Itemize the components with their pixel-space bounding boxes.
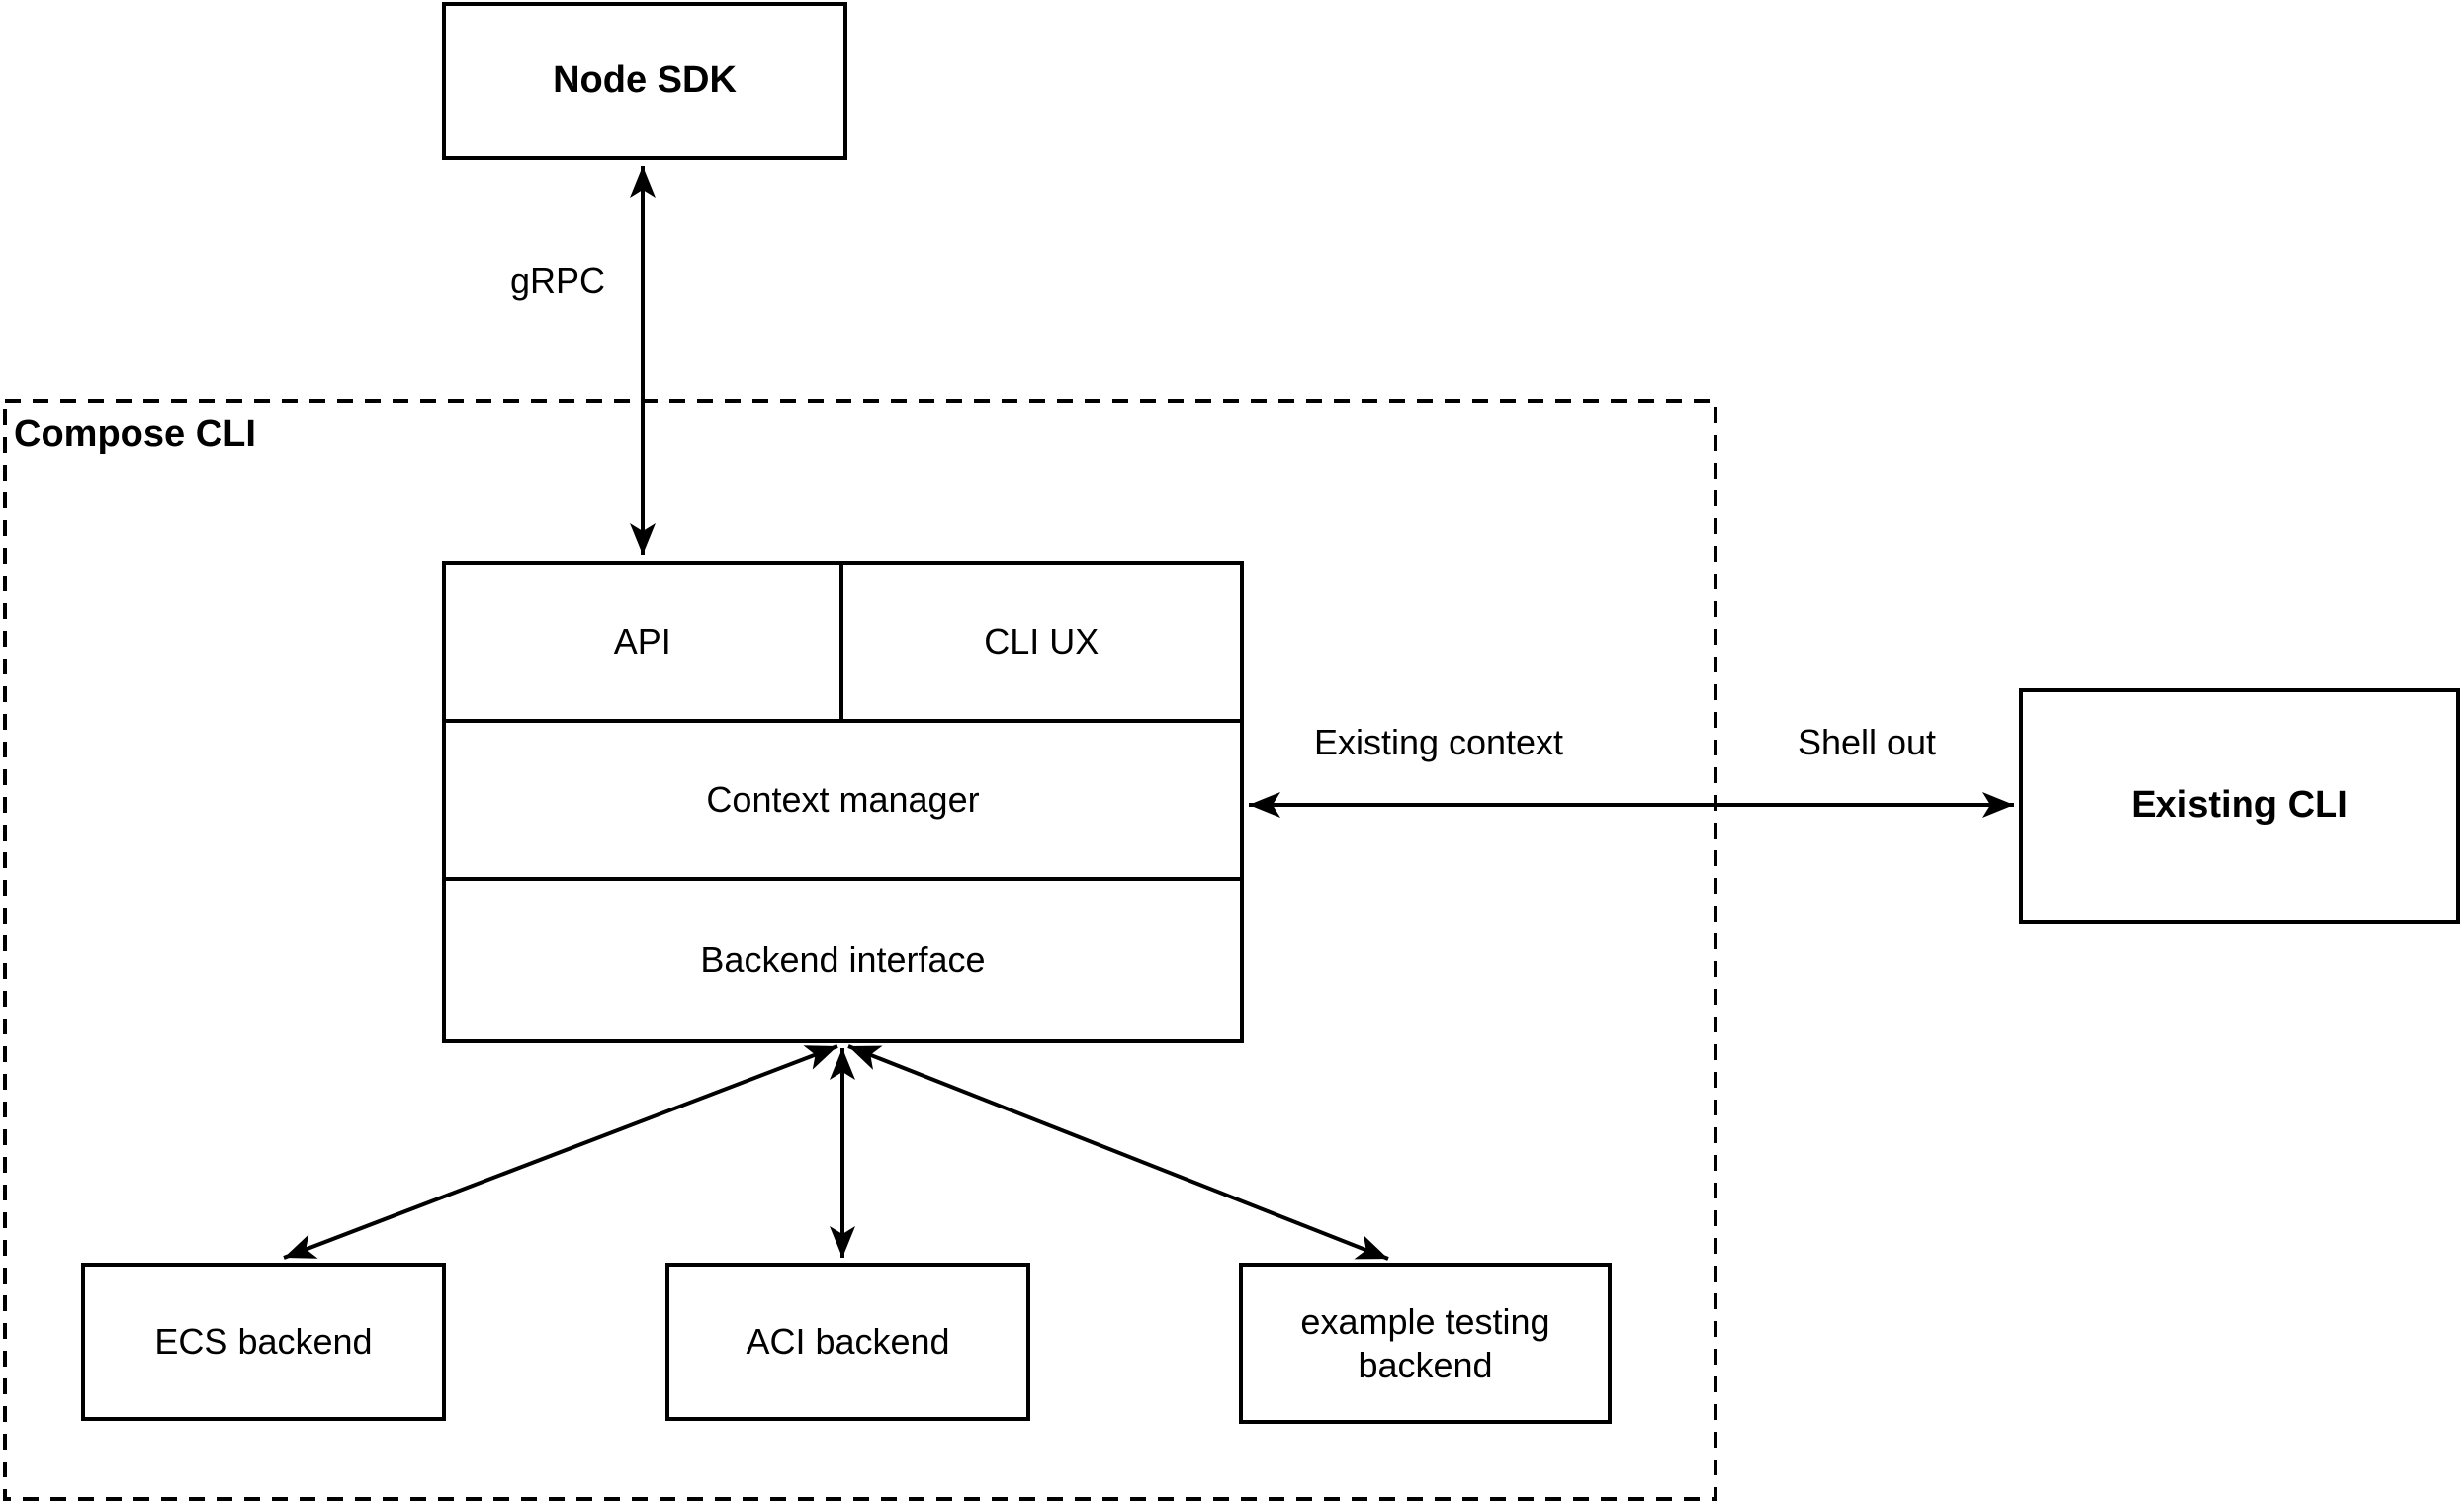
api-cliux-row: API CLI UX xyxy=(446,565,1240,723)
example-testing-backend-label: example testing backend xyxy=(1300,1301,1550,1385)
backend-interface-label: Backend interface xyxy=(700,939,986,980)
ecs-backend-box: ECS backend xyxy=(81,1263,446,1421)
existing-context-edge-label: Existing context xyxy=(1313,722,1564,762)
example-testing-backend-arrow xyxy=(847,1044,1389,1261)
ecs-backend-arrow xyxy=(283,1044,838,1260)
backend-interface-cell: Backend interface xyxy=(446,881,1240,1039)
context-manager-cell: Context manager xyxy=(446,723,1240,881)
api-label: API xyxy=(613,621,671,662)
existing-cli-label: Existing CLI xyxy=(2131,784,2348,827)
context-manager-label: Context manager xyxy=(706,779,980,820)
api-cell: API xyxy=(446,565,843,719)
example-testing-backend-box: example testing backend xyxy=(1239,1263,1612,1424)
aci-backend-box: ACI backend xyxy=(665,1263,1030,1421)
compose-cli-group-label: Compose CLI xyxy=(14,413,256,455)
grpc-edge-label: gRPC xyxy=(509,260,606,301)
cli-ux-cell: CLI UX xyxy=(843,565,1241,719)
cli-ux-label: CLI UX xyxy=(984,621,1100,662)
ecs-backend-label: ECS backend xyxy=(154,1321,373,1363)
node-sdk-box: Node SDK xyxy=(442,2,847,160)
aci-backend-label: ACI backend xyxy=(746,1321,950,1363)
shell-out-edge-label: Shell out xyxy=(1797,722,1937,762)
compose-cli-core-box: API CLI UX Context manager Backend inter… xyxy=(442,561,1244,1043)
node-sdk-label: Node SDK xyxy=(553,59,737,102)
existing-cli-box: Existing CLI xyxy=(2019,688,2460,924)
